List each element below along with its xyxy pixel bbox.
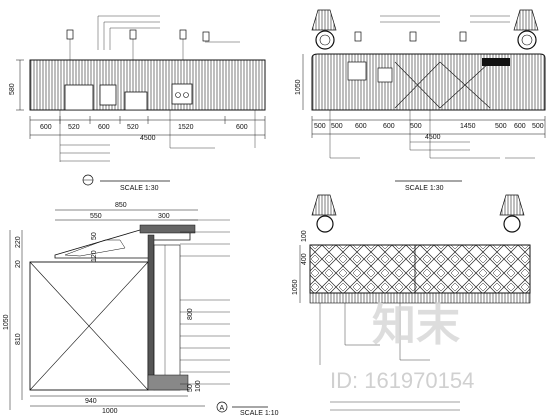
dim-label: 600 <box>383 123 395 130</box>
equipment-box <box>171 83 193 105</box>
dim-inner: 50 <box>187 384 194 392</box>
dim-label: 600 <box>98 124 110 131</box>
pendant-lamps <box>66 29 210 60</box>
dim-label: 600 <box>514 123 526 130</box>
dim-total: 4500 <box>425 134 441 141</box>
section-callouts <box>180 219 230 385</box>
dim-vertical: 20 <box>15 260 22 268</box>
dim-label: 940 <box>85 398 97 405</box>
drawing-scale: SCALE 1:30 <box>405 185 444 192</box>
elevation-top-left: 600 520 600 520 1520 600 4500 580 <box>9 15 266 192</box>
dim-label: 1520 <box>178 124 194 131</box>
dim-label: 520 <box>68 124 80 131</box>
counter-panel <box>309 244 531 294</box>
equipment-box <box>99 84 117 106</box>
dim-total: 4500 <box>140 135 156 142</box>
dim-vertical: 580 <box>9 83 16 95</box>
bottom-callouts <box>59 110 256 162</box>
dim-inner: 800 <box>187 308 194 320</box>
top-callouts <box>97 15 240 50</box>
dim-vertical: 1050 <box>3 314 10 330</box>
dim-label: 500 <box>331 123 343 130</box>
dim-label: 500 <box>495 123 507 130</box>
drawing-scale: SCALE 1:10 <box>240 410 279 417</box>
lamp-shades <box>311 9 539 50</box>
elevation-bottom-right: 1050 400 100 <box>292 194 531 411</box>
dim-label: 600 <box>236 124 248 131</box>
dim-label: 500 <box>532 123 544 130</box>
dim-label: 550 <box>90 213 102 220</box>
equipment-box <box>64 84 94 111</box>
dim-vertical: 220 <box>15 236 22 248</box>
dim-label: 300 <box>158 213 170 220</box>
dim-label: 520 <box>127 124 139 131</box>
section-marker: A <box>220 405 225 412</box>
dim-vertical: 1050 <box>292 279 299 295</box>
dim-inner: 120 <box>91 250 98 262</box>
dim-label: 850 <box>115 202 127 209</box>
dim-inner: 50 <box>91 232 98 240</box>
dim-label: 500 <box>410 123 422 130</box>
section-bottom-left: 850 550 300 220 20 810 1050 <box>3 202 279 417</box>
dim-inner: 100 <box>195 380 202 392</box>
watermark-logo: 知末 <box>372 300 460 351</box>
watermark-id: ID: 161970154 <box>330 368 474 393</box>
dim-label: 500 <box>314 123 326 130</box>
dim-label: 600 <box>355 123 367 130</box>
dim-vertical: 100 <box>301 230 308 242</box>
counter-body <box>311 53 546 111</box>
drawing-scale: SCALE 1:30 <box>120 185 159 192</box>
watermark: 知末 ID: 161970154 <box>330 300 474 393</box>
counter-body-border <box>29 59 266 111</box>
dim-label: 1000 <box>102 408 118 415</box>
dim-vertical: 1050 <box>295 79 302 95</box>
dim-vertical: 810 <box>15 333 22 345</box>
equipment-box <box>124 91 148 111</box>
dim-label: 600 <box>40 124 52 131</box>
elevation-top-right: 500 500 600 600 500 1450 500 600 500 450… <box>295 9 546 192</box>
dim-vertical: 400 <box>301 253 308 265</box>
dim-label: 1450 <box>460 123 476 130</box>
